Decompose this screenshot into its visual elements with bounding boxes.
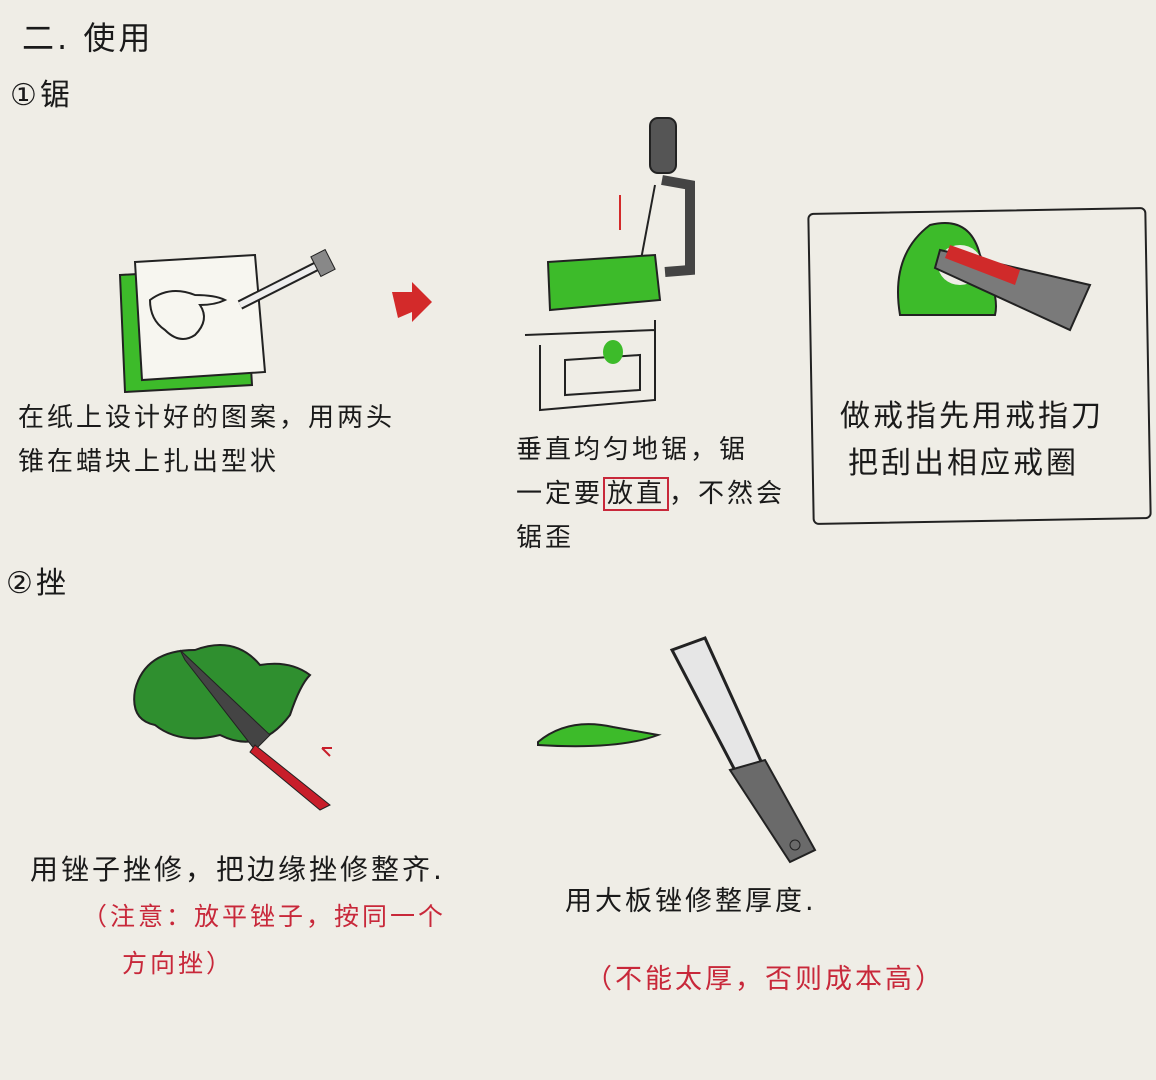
step2-line1: 垂直均匀地锯，锯 xyxy=(516,435,749,465)
step3-line1: 做戒指先用戒指刀 xyxy=(840,399,1104,434)
step1-line2: 锥在蜡块上扎出型状 xyxy=(18,447,280,477)
section2-title: ②挫 xyxy=(6,566,69,601)
file-step1-note-line2: 方向挫） xyxy=(122,949,235,978)
emphasis-box: 放直 xyxy=(603,477,670,511)
wax-block-drawing xyxy=(118,253,267,394)
ring-knife-drawing xyxy=(897,222,1092,332)
flat-file-drawing xyxy=(537,636,817,864)
step1-line1: 在纸上设计好的图案，用两头 xyxy=(18,403,396,433)
cloud-file-drawing xyxy=(133,644,332,811)
file-step1: 用锉子挫修，把边缘挫修整齐. xyxy=(30,853,445,886)
file-step2-note: （不能太厚，否则成本高） xyxy=(585,964,945,995)
step2-line2: 一定要放直，不然会 xyxy=(516,477,786,511)
file-step1-note-line1: （注意：放平锉子，按同一个 xyxy=(82,902,447,931)
page-heading: 二. 使用 xyxy=(22,19,154,57)
saw-frame-drawing xyxy=(524,117,695,412)
awl-tool-icon xyxy=(237,248,336,310)
step2-line3: 锯歪 xyxy=(516,523,575,553)
step3-line2: 把刮出相应戒圈 xyxy=(848,446,1079,481)
file-step2: 用大板锉修整厚度. xyxy=(565,886,817,917)
next-arrow-icon xyxy=(392,282,432,322)
section1-title: ①锯 xyxy=(10,78,73,113)
